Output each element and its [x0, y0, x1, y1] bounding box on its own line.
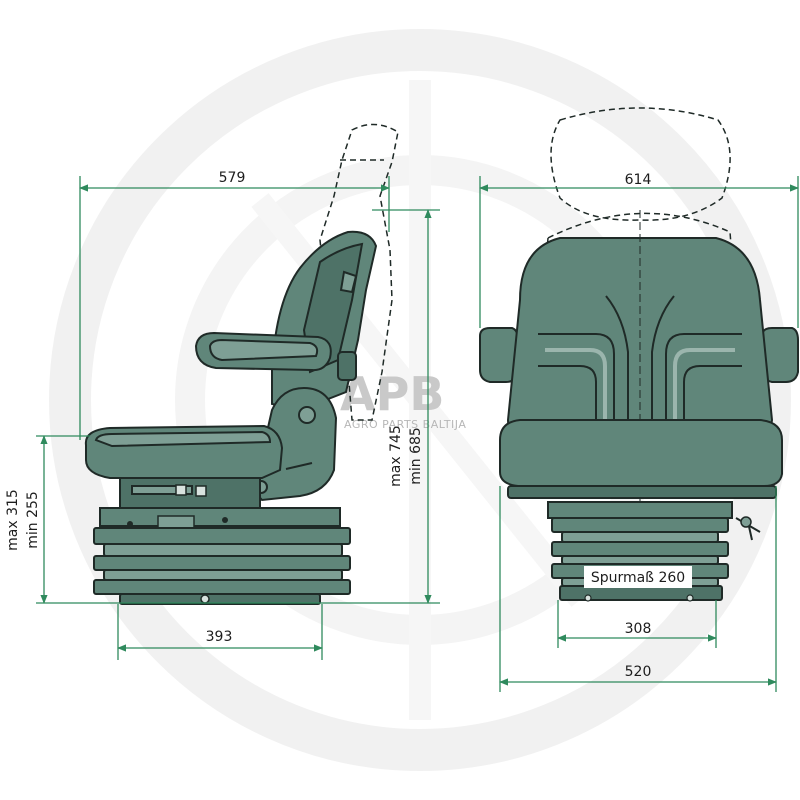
front-seat-cushion [499, 419, 783, 487]
label-base-side: 393 [206, 629, 233, 645]
bolt-dot [127, 521, 133, 527]
side-cushion-top [94, 430, 272, 448]
rail-lock-2 [195, 485, 207, 497]
side-view [84, 123, 399, 605]
track-label-bg [584, 566, 692, 588]
label-width-front: 614 [625, 172, 652, 188]
front-lever-knob [740, 516, 752, 528]
label-base-front-inner: 308 [625, 621, 652, 637]
side-bellows [93, 527, 351, 605]
label-height-max-low: max 315 [5, 489, 21, 551]
rail-lock [175, 484, 187, 496]
front-view: Spurmaß 260 [479, 107, 799, 602]
label-height-min-low: min 255 [25, 491, 41, 549]
label-base-front-outer: 520 [625, 664, 652, 680]
side-armrest-hinge [337, 351, 357, 381]
adjust-lever [285, 462, 313, 470]
label-track-width: Spurmaß 260 [591, 570, 685, 586]
front-bellows [551, 517, 729, 602]
side-armrest-top [208, 338, 319, 362]
watermark-logo-subtext: AGRO PARTS BALTIJA [344, 418, 466, 431]
slide-rail [131, 485, 193, 495]
bolt-dot-2 [222, 517, 228, 523]
label-height-max-high: max 745 [388, 425, 404, 487]
headrest-raised-front [550, 107, 731, 221]
front-seat-base [507, 485, 777, 499]
backrest-grooves [538, 295, 742, 441]
side-suspension-top [99, 507, 341, 527]
side-dimensions: 579 max 315 min 255 max 745 min 685 393 [5, 170, 440, 660]
label-width-side: 579 [219, 170, 246, 186]
front-dimensions: 614 308 520 [479, 172, 799, 692]
side-backrest-detail [339, 270, 358, 294]
backrest-knob [298, 406, 316, 424]
label-height-min-high: min 685 [408, 427, 424, 485]
front-suspension-top [547, 501, 733, 519]
